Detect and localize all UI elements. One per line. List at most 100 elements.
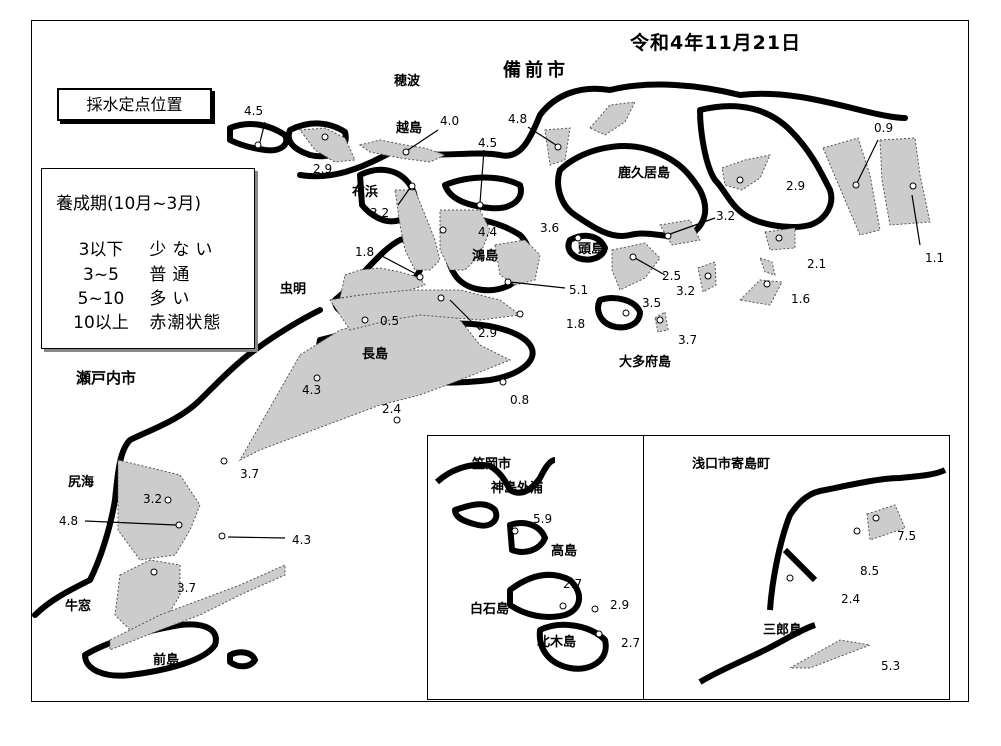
kasaoka-coast-2 — [452, 501, 500, 529]
area-bizen-inlet — [589, 101, 636, 136]
asakuchi-jetty — [782, 547, 818, 583]
inset-asakuchi — [643, 435, 950, 700]
arrow-s11 — [669, 217, 716, 235]
arrow-s16 — [509, 281, 566, 289]
legend-row: 5~10 多い — [58, 284, 195, 309]
area-saburo — [788, 639, 872, 669]
station-value: 3.6 — [540, 221, 560, 235]
place-saburo: 三郎島 — [763, 623, 803, 638]
station-value: 5.9 — [533, 512, 553, 526]
place-kakui: 鹿久居島 — [618, 166, 671, 181]
asakuchi-coast-2 — [698, 622, 817, 685]
place-asakuchi: 浅口市寄島町 — [692, 457, 771, 472]
place-takashima: 高島 — [551, 544, 578, 559]
arrow-s01 — [259, 121, 266, 143]
area-mushiake — [339, 267, 426, 299]
area-east-small-4 — [738, 279, 783, 306]
area-west-island — [299, 127, 356, 163]
station-value: 3.7 — [240, 467, 260, 481]
zushima-island — [565, 232, 608, 263]
sampling-title: 採水定点位置 — [57, 88, 212, 121]
station-value: 4.0 — [440, 114, 460, 128]
place-shiriumi: 尻海 — [68, 475, 95, 490]
station-value: 2.7 — [563, 577, 583, 591]
legend-range: 10以上 — [73, 313, 129, 333]
inset-kasaoka — [427, 435, 644, 700]
area-east-small-3 — [759, 257, 776, 276]
area-kounoshima-outer — [866, 504, 906, 541]
place-koshijima: 越島 — [396, 121, 423, 136]
area-koshijima — [358, 139, 447, 163]
station-value: 2.4 — [841, 592, 861, 606]
kasaoka-coast — [434, 457, 556, 496]
station-value: 4.4 — [478, 225, 498, 239]
place-nunohama: 布浜 — [352, 185, 379, 200]
area-kounoshima-e — [494, 239, 541, 286]
setouchi-coast — [32, 307, 323, 618]
kitagi-coast — [536, 621, 609, 672]
area-shiriumi — [117, 459, 201, 561]
station-value: 2.9 — [313, 162, 333, 176]
station-value: 4.8 — [508, 112, 528, 126]
station-value: 1.8 — [566, 317, 586, 331]
station-value: 0.5 — [380, 314, 400, 328]
area-kounoshima-w — [439, 209, 491, 271]
legend-box: 養成期(10月~3月) 3以下 少ない 3~5 普通 5~10 多い 10以上 … — [41, 168, 255, 349]
area-zushima-e — [611, 242, 661, 291]
station-value: 3.2 — [716, 209, 736, 223]
place-kounoshima-outer: 神島外浦 — [491, 481, 544, 496]
station-value: 3.2 — [143, 492, 163, 506]
station-value: 2.9 — [786, 179, 806, 193]
arrow-s30 — [227, 536, 286, 539]
station-value: 3.5 — [642, 296, 662, 310]
area-far-east-2 — [879, 137, 931, 226]
station-value: 0.8 — [510, 393, 530, 407]
arrow-s07 — [397, 187, 411, 206]
west-island-1 — [227, 121, 290, 154]
legend-row: 3~5 普通 — [58, 260, 195, 285]
station-value: 0.9 — [874, 121, 894, 135]
place-kasaoka: 笠岡市 — [472, 457, 512, 472]
station-value: 4.5 — [478, 136, 498, 150]
station-value: 1.8 — [355, 245, 375, 259]
station-value: 2.7 — [621, 636, 641, 650]
station-value: 4.5 — [244, 104, 264, 118]
area-nunohama — [394, 189, 441, 271]
area-east-bay — [721, 154, 771, 191]
area-ushimado — [114, 559, 181, 631]
arrow-s05 — [527, 126, 557, 146]
station-value: 5.3 — [881, 659, 901, 673]
legend-title: 養成期(10月~3月) — [56, 194, 201, 214]
area-maejima-strait — [109, 564, 286, 651]
station-value: 2.9 — [610, 598, 630, 612]
station-value: 7.5 — [897, 529, 917, 543]
kounoshima-outer-coast — [507, 520, 548, 555]
place-shiraishi: 白石島 — [470, 602, 510, 617]
station-value: 2.1 — [807, 257, 827, 271]
station-value: 4.3 — [302, 383, 322, 397]
station-value: 3.7 — [177, 581, 197, 595]
arrow-s12 — [379, 254, 419, 276]
station-value: 4.3 — [292, 533, 312, 547]
place-bizen: 備前市 — [503, 60, 569, 81]
legend-range: 3以下 — [78, 240, 124, 260]
place-mushiake: 虫明 — [280, 282, 307, 297]
arrow-s06 — [856, 139, 879, 184]
station-value: 1.6 — [791, 292, 811, 306]
arrow-s03 — [407, 129, 439, 151]
maejima-islet — [227, 649, 258, 670]
place-kitagi: 北木島 — [537, 635, 577, 650]
station-value: 5.1 — [569, 283, 589, 297]
station-value: 1.1 — [925, 251, 945, 265]
legend-range: 5~10 — [77, 289, 125, 309]
asakuchi-coast — [767, 467, 947, 611]
east-bay-coast — [697, 103, 835, 230]
arrow-s15 — [911, 194, 921, 246]
station-value: 3.2 — [370, 206, 390, 220]
place-hoji: 穂波 — [394, 74, 421, 89]
legend-row: 10以上 赤潮状態 — [58, 308, 221, 333]
place-zushima: 頭島 — [578, 242, 605, 257]
arrow-s13 — [634, 257, 666, 276]
legend-range: 3~5 — [83, 265, 119, 285]
